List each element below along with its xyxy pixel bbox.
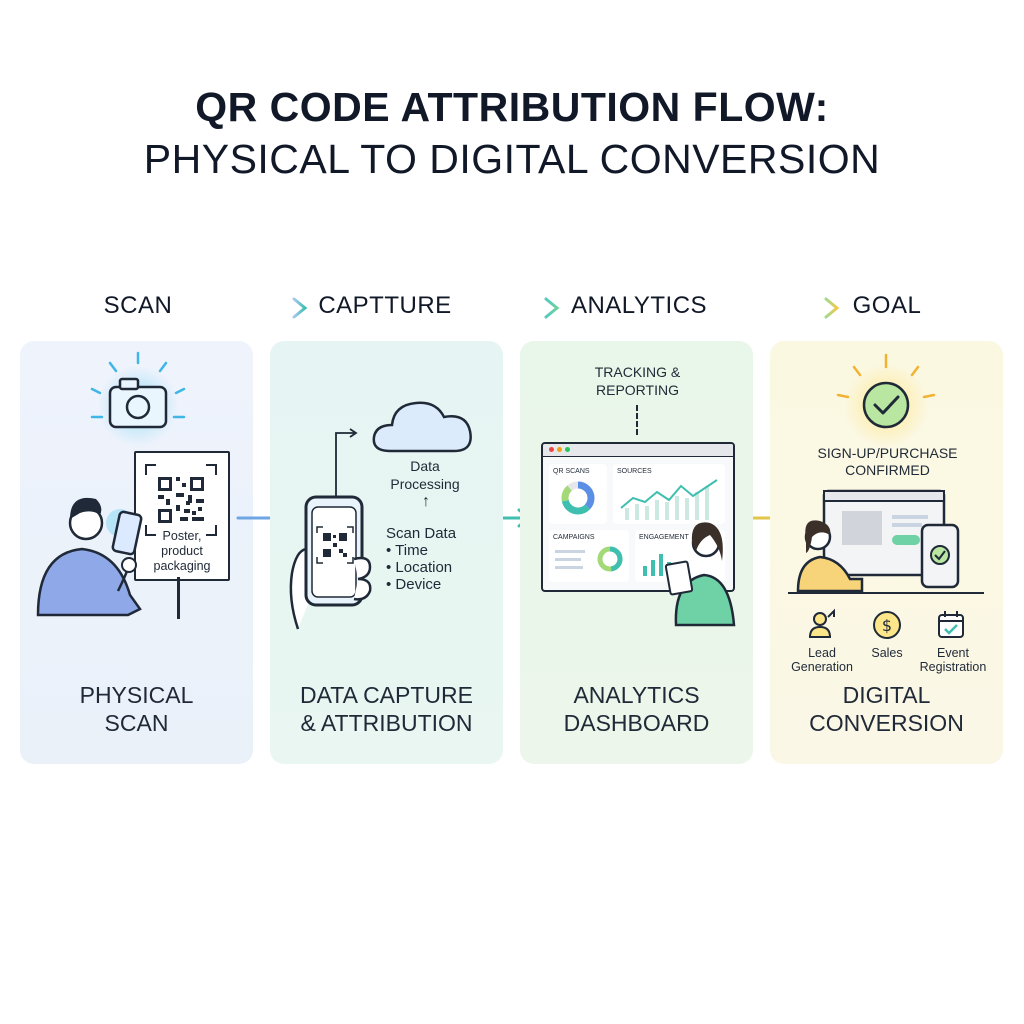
caption-line-1: PHYSICAL — [79, 682, 194, 708]
cloud-icon — [372, 401, 472, 453]
qr-code-phone — [316, 526, 354, 564]
panel-digital-conversion: SIGN-UP/PURCHASE CONFIRMED $ Lead Genera… — [770, 341, 1003, 764]
poster-text: Poster, product packaging — [153, 529, 211, 573]
poster-stand — [177, 577, 180, 619]
line-chart-icon — [620, 479, 718, 520]
outcome-label-line-1: Lead — [808, 646, 836, 660]
tracking-label: TRACKING & REPORTING — [560, 363, 715, 399]
outcome-label-line-2: Generation — [791, 660, 853, 674]
scan-data-list: Scan Data • Time • Location • Device — [386, 525, 496, 593]
tracking-label-line-1: TRACKING & — [594, 364, 681, 380]
panel-data-capture: Data Processing ↑ Scan Data • Time • Loc… — [270, 341, 503, 764]
outcome-label-line-1: Event — [937, 646, 969, 660]
widget-campaigns-label: CAMPAIGNS — [553, 534, 595, 541]
dashboard-window: QR SCANS SOURCES CAMPAIGNS — [541, 442, 735, 592]
cloud-label: Data Processing — [366, 457, 484, 493]
outcome-sales: Sales — [854, 646, 920, 660]
stage-arrow-2 — [458, 297, 560, 319]
panel-caption-scan: PHYSICAL SCAN — [20, 681, 253, 737]
outcome-label-line-1: Sales — [871, 646, 903, 660]
scan-data-title: Scan Data — [386, 525, 457, 542]
widget-campaigns: CAMPAIGNS — [549, 530, 629, 582]
panel-physical-scan: Poster, product packaging PHYSICAL SCAN — [20, 341, 253, 764]
analyst-illustration — [664, 522, 736, 627]
cloud-label-line-1: Data — [410, 458, 440, 474]
widget-sources-label: SOURCES — [617, 468, 652, 475]
stage-arrow-1 — [184, 297, 308, 319]
caption-line-1: ANALYTICS — [573, 682, 700, 708]
outcome-event-registration: Event Registration — [908, 646, 998, 674]
panel-analytics-dashboard: TRACKING & REPORTING QR SCANS SOURCES — [520, 341, 753, 764]
widget-qr-scans: QR SCANS — [549, 464, 607, 524]
scan-data-item-time: • Time — [386, 542, 428, 559]
stage-label-goal: GOAL — [852, 292, 922, 319]
widget-engagement-label: ENGAGEMENT — [639, 534, 689, 541]
calendar-check-icon — [938, 611, 964, 638]
donut-chart-icon — [561, 481, 595, 515]
svg-text:$: $ — [882, 616, 892, 635]
title-line-2: PHYSICAL TO DIGITAL CONVERSION — [143, 136, 881, 182]
caption-line-2: CONVERSION — [809, 710, 964, 736]
confirmation-label: SIGN-UP/PURCHASE CONFIRMED — [790, 445, 985, 479]
tracking-label-line-2: REPORTING — [596, 382, 679, 398]
connector-arrow-icon — [335, 428, 358, 525]
outcome-label-line-2: Registration — [919, 660, 987, 674]
qr-code-poster — [145, 464, 217, 536]
caption-line-2: & ATTRIBUTION — [300, 710, 473, 736]
panel-caption-analytics: ANALYTICS DASHBOARD — [520, 681, 753, 737]
ring-chart-icon — [597, 546, 623, 572]
dashed-connector — [636, 405, 638, 435]
stage-label-scan: SCAN — [103, 292, 173, 319]
scan-data-item-location: • Location — [386, 559, 453, 576]
panel-caption-goal: DIGITAL CONVERSION — [770, 681, 1003, 737]
phone-icon — [106, 509, 143, 556]
caption-line-2: SCAN — [104, 710, 169, 736]
up-arrow-icon: ↑ — [422, 493, 430, 510]
widget-sources: SOURCES — [613, 464, 725, 524]
cloud-label-line-2: Processing — [390, 476, 460, 492]
user-arrow-icon — [808, 608, 835, 638]
stage-arrow-3 — [718, 297, 840, 319]
dollar-coin-icon: $ — [873, 611, 901, 639]
conversion-desktop-illustration — [788, 489, 984, 594]
stage-label-capture: CAPTTURE — [318, 292, 452, 319]
check-badge-icon — [836, 353, 936, 447]
confirmation-line-1: SIGN-UP/PURCHASE — [817, 445, 958, 461]
caption-line-1: DIGITAL — [842, 682, 931, 708]
stage-label-analytics: ANALYTICS — [570, 292, 708, 319]
caption-line-1: DATA CAPTURE — [300, 682, 473, 708]
person-scanning-illustration — [36, 497, 142, 617]
scan-data-item-device: • Device — [386, 576, 442, 593]
camera-icon — [90, 351, 186, 446]
panel-caption-capture: DATA CAPTURE & ATTRIBUTION — [270, 681, 503, 737]
poster — [134, 451, 230, 581]
title-line-1: QR CODE ATTRIBUTION FLOW: — [195, 84, 829, 130]
hand-holding-phone-illustration — [289, 495, 372, 630]
confirmation-line-2: CONFIRMED — [845, 462, 930, 478]
window-title-bar — [543, 444, 733, 457]
stage-arrows — [184, 297, 840, 319]
caption-line-2: DASHBOARD — [563, 710, 710, 736]
outcome-lead-generation: Lead Generation — [778, 646, 866, 674]
widget-qr-scans-label: QR SCANS — [553, 468, 590, 475]
